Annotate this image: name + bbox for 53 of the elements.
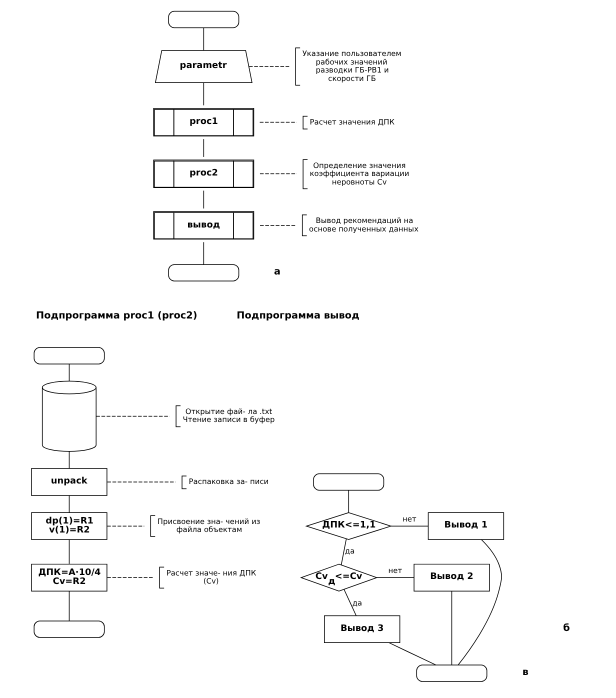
node-box: ДПК=A·10/4 Cv=R2 [30, 564, 107, 592]
node-text: Определение значения коэффициента вариации неровноты Cv [309, 160, 409, 186]
node-text: Открытие фай- ла .txt Чтение записи в буфер [182, 407, 274, 424]
connector [68, 495, 70, 513]
connector [388, 642, 436, 666]
node-text: Расчет значе- ния ДПК (Cv) [166, 568, 256, 586]
node-oval [312, 473, 384, 491]
node-oval [168, 10, 239, 28]
connector [348, 490, 349, 513]
node-text: Расчет значения ДПК [309, 117, 394, 126]
connector [202, 82, 204, 106]
edge-label: нет [388, 566, 402, 576]
connector [68, 539, 70, 564]
node-oval [416, 664, 487, 682]
node-text: Вывод рекомендаций на основе полученных данных [308, 216, 418, 234]
node-oval [168, 264, 239, 282]
node-box: dp(1)=R1 v(1)=R2 [30, 512, 107, 540]
node-text: Распаковка за- писи [188, 477, 268, 486]
connector [202, 27, 204, 51]
connector [202, 190, 204, 209]
connector [95, 416, 170, 417]
connector [248, 66, 290, 67]
node-box: Вывод 3 [324, 615, 400, 644]
connector [343, 589, 356, 616]
node-box: Вывод 1 [427, 512, 504, 540]
connector [340, 538, 346, 566]
label: а [273, 266, 280, 278]
edge-label: да [344, 546, 354, 556]
connector [259, 173, 297, 174]
node-text: Присвоение зна- чений из файла объектам [156, 516, 260, 534]
label: б [562, 622, 570, 634]
connector [202, 138, 204, 158]
label: Подпрограмма proc1 (proc2) [35, 310, 197, 322]
connector [259, 224, 296, 226]
node-diamond: ДПК<=1,1 [304, 512, 392, 540]
connector [68, 451, 70, 469]
node-text: Указание пользователем рабочих значений разводки ГБ-РВ1 и скорости ГБ [302, 49, 401, 83]
connector [450, 590, 452, 666]
connector [68, 590, 70, 622]
node-box: Вывод 2 [413, 564, 490, 592]
node-box: unpack [30, 468, 107, 496]
connector [376, 577, 414, 578]
connector [457, 539, 502, 666]
connector [106, 577, 154, 578]
connector [202, 242, 204, 265]
label: Подпрограмма вывод [236, 310, 359, 322]
node-oval [33, 347, 104, 364]
edge-label: нет [402, 514, 416, 524]
label: в [522, 667, 528, 678]
node-oval [33, 620, 104, 638]
edge-label: да [352, 598, 362, 608]
connector [258, 122, 296, 123]
connector [68, 364, 70, 382]
